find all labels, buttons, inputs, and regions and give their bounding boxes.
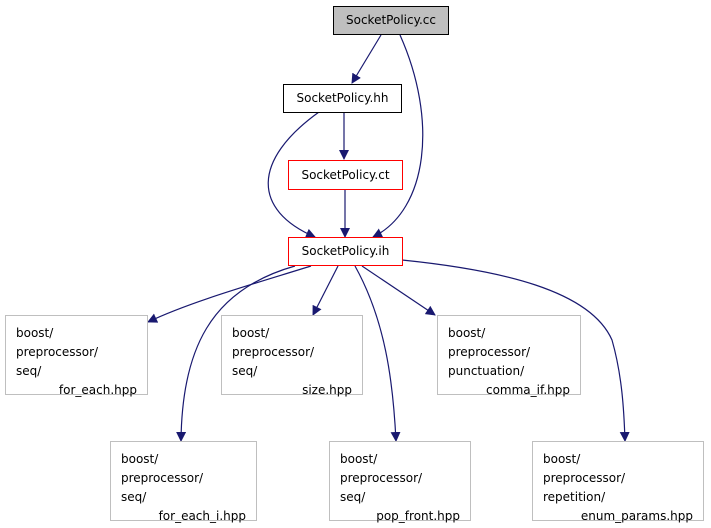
- node-file-line: for_each_i.hpp: [158, 509, 246, 523]
- node-file-line: enum_params.hpp: [580, 509, 693, 523]
- node-path-line: seq/: [232, 364, 258, 378]
- node-file-line: pop_front.hpp: [376, 509, 460, 523]
- node-path-line: boost/: [232, 326, 270, 340]
- node-socketpolicy-ih[interactable]: SocketPolicy.ih: [288, 237, 403, 266]
- node-file-line: for_each.hpp: [58, 383, 137, 397]
- node-label: SocketPolicy.cc: [346, 13, 436, 27]
- edge-cc-to-hh: [351, 34, 382, 84]
- node-label: SocketPolicy.ih: [301, 244, 390, 258]
- node-label: SocketPolicy.hh: [296, 91, 389, 105]
- node-path-line: boost/: [543, 452, 581, 466]
- node-path-line: repetition/: [543, 490, 606, 504]
- node-comma-if-hpp[interactable]: boost/ preprocessor/ punctuation/ comma_…: [437, 315, 581, 397]
- edge-ih-to-pop_front: [354, 265, 401, 442]
- node-path-line: boost/: [448, 326, 486, 340]
- edge-ih-to-comma_if: [361, 265, 436, 316]
- node-file-line: comma_if.hpp: [485, 383, 570, 397]
- node-path-line: preprocessor/: [448, 345, 531, 359]
- edge-ih-to-enum_params: [401, 259, 630, 442]
- node-path-line: preprocessor/: [232, 345, 315, 359]
- node-path-line: punctuation/: [448, 364, 525, 378]
- edge-ih-to-for_each: [147, 265, 312, 323]
- edge-cc-to-ih: [372, 34, 424, 238]
- node-socketpolicy-ct[interactable]: SocketPolicy.ct: [288, 160, 403, 190]
- node-path-line: seq/: [16, 364, 42, 378]
- node-path-line: boost/: [16, 326, 54, 340]
- node-socketpolicy-cc[interactable]: SocketPolicy.cc: [333, 6, 449, 35]
- node-path-line: preprocessor/: [543, 471, 626, 485]
- node-path-line: boost/: [121, 452, 159, 466]
- node-size-hpp[interactable]: boost/ preprocessor/ seq/ size.hpp: [221, 315, 363, 397]
- node-pop-front-hpp[interactable]: boost/ preprocessor/ seq/ pop_front.hpp: [329, 441, 471, 523]
- node-path-line: preprocessor/: [16, 345, 99, 359]
- edge-ih-to-size: [312, 265, 339, 316]
- node-path-line: preprocessor/: [121, 471, 204, 485]
- node-path-line: seq/: [121, 490, 147, 504]
- edge-ih-to-for_each_i: [176, 265, 296, 442]
- node-path-line: seq/: [340, 490, 366, 504]
- node-enum-params-hpp[interactable]: boost/ preprocessor/ repetition/ enum_pa…: [532, 441, 704, 523]
- node-label: SocketPolicy.ct: [301, 167, 390, 182]
- edge-hh-to-ih: [267, 111, 320, 239]
- node-for-each-hpp[interactable]: boost/ preprocessor/ seq/ for_each.hpp: [5, 315, 148, 397]
- node-path-line: boost/: [340, 452, 378, 466]
- node-path-line: preprocessor/: [340, 471, 423, 485]
- node-socketpolicy-hh[interactable]: SocketPolicy.hh: [283, 84, 402, 113]
- node-file-line: size.hpp: [302, 383, 352, 397]
- node-for-each-i-hpp[interactable]: boost/ preprocessor/ seq/ for_each_i.hpp: [110, 441, 257, 523]
